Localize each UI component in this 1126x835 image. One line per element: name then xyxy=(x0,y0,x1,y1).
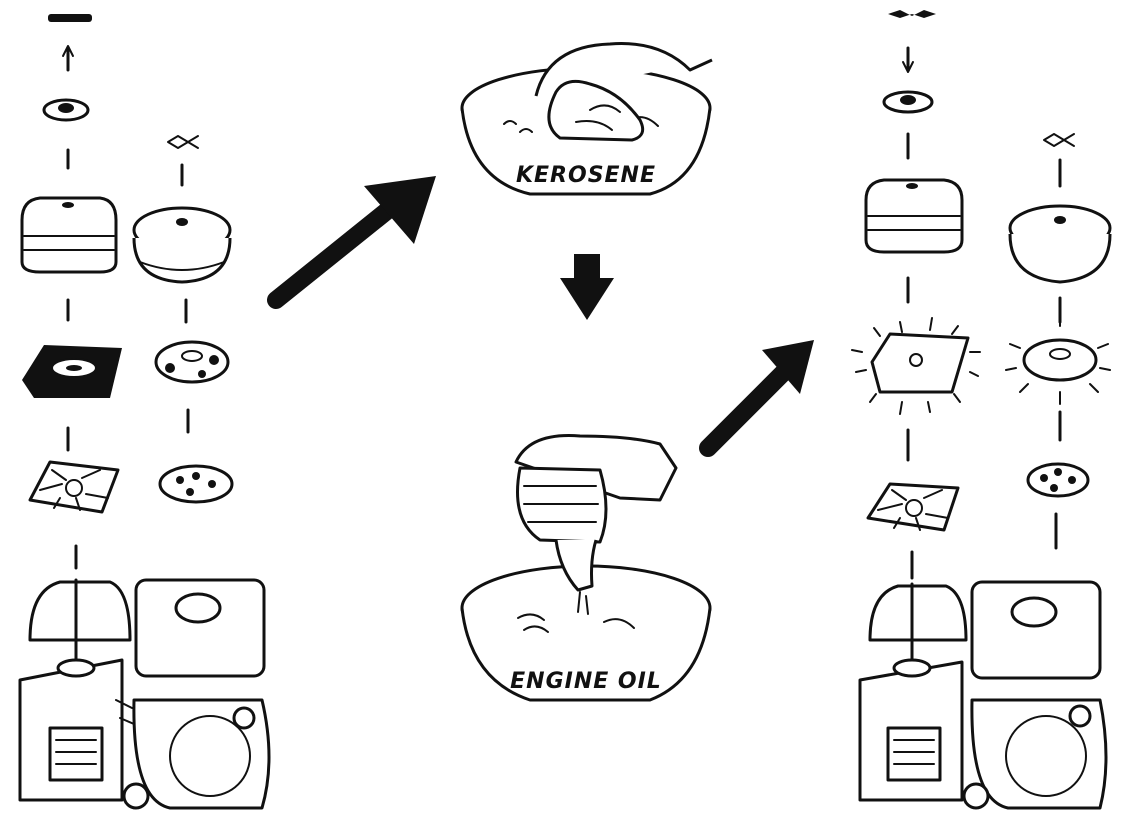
base-grid-part xyxy=(28,460,120,514)
r-cover-box-part xyxy=(864,178,964,254)
up-arrow-1-head xyxy=(62,45,74,57)
wing-nut-part xyxy=(48,14,92,22)
dirty-filter-element xyxy=(22,345,122,398)
r-wing-nut-part xyxy=(888,10,936,18)
r-round-cover-part xyxy=(1008,204,1112,284)
washing-hand xyxy=(534,42,713,142)
cover-box-part xyxy=(20,196,118,274)
washer-hole xyxy=(58,103,74,113)
squeezing-hand xyxy=(514,434,678,615)
round-cover-part xyxy=(132,206,232,284)
r-clean-round-filter xyxy=(1005,317,1111,405)
arrow-to-kerosene xyxy=(267,176,436,309)
kerosene-label: KEROSENE xyxy=(516,163,656,188)
round-wing-nut-part xyxy=(167,135,199,149)
arrow-to-reassembly xyxy=(699,340,814,457)
round-dirty-filter xyxy=(154,340,230,384)
right-reassembly-group xyxy=(851,10,1112,810)
clean-filter-element xyxy=(851,317,981,415)
r-base-grid-part xyxy=(866,482,960,532)
arrow-down-middle xyxy=(560,254,614,320)
r-round-base-part xyxy=(1026,462,1090,498)
engine-oil-label: ENGINE OIL xyxy=(510,669,662,694)
engine-oil-bowl: ENGINE OIL xyxy=(460,434,712,702)
left-disassembly-group xyxy=(18,14,271,810)
engine-left xyxy=(18,578,271,810)
round-base-part xyxy=(158,464,234,504)
r-round-wing-nut xyxy=(1043,133,1075,147)
kerosene-bowl: KEROSENE xyxy=(460,42,713,196)
engine-right xyxy=(858,580,1108,810)
